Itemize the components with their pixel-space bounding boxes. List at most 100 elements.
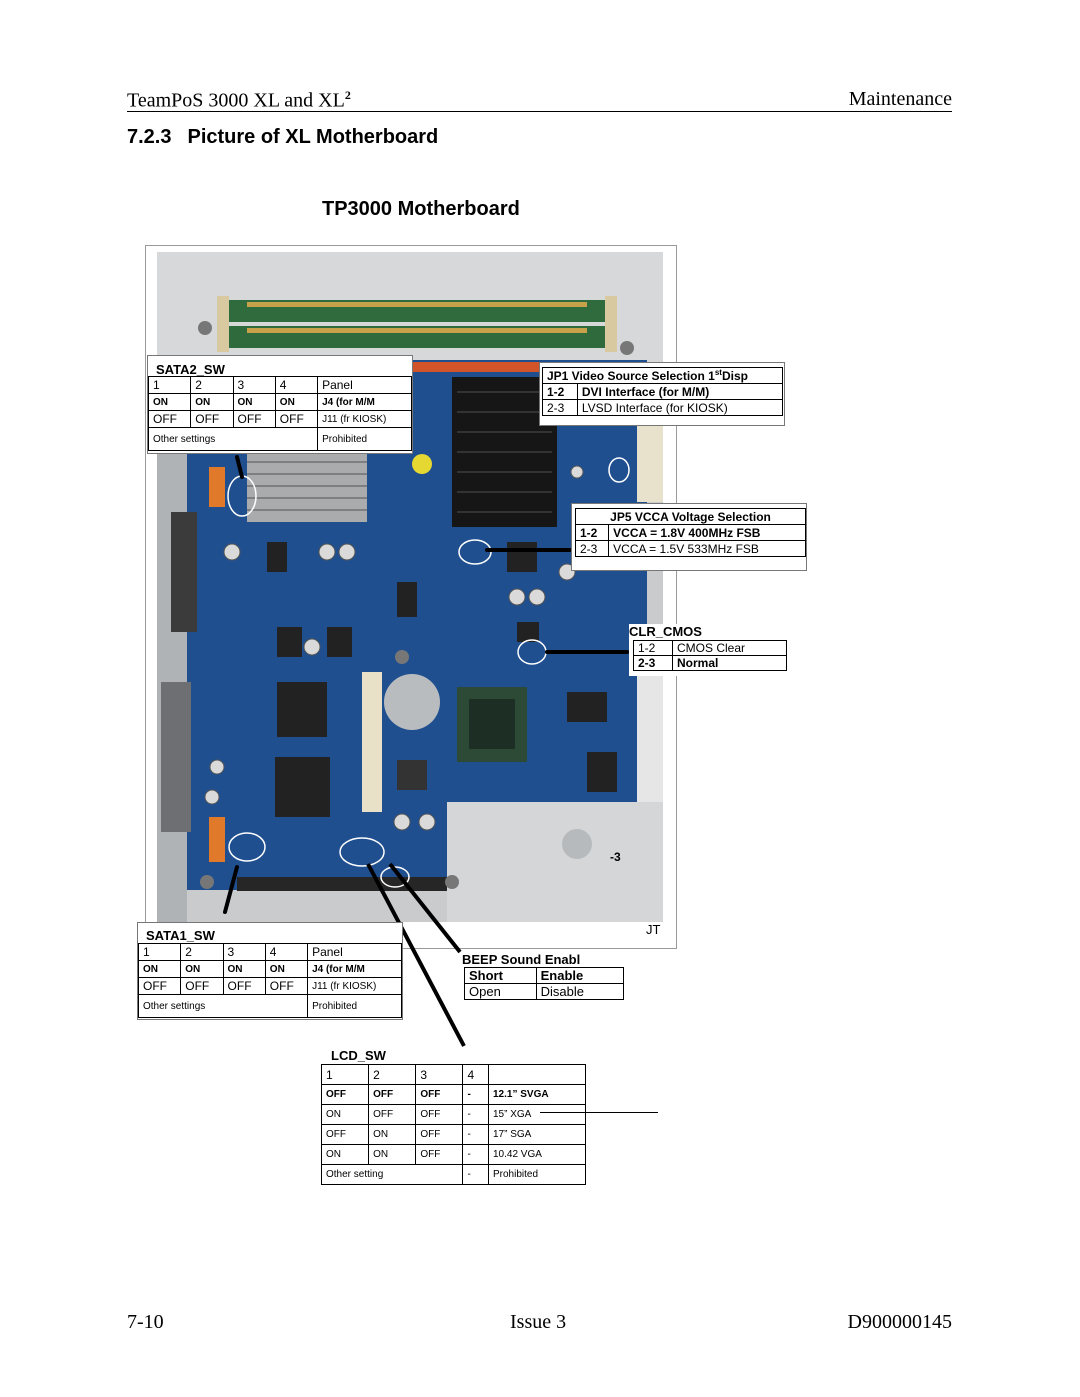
table-cell: ON <box>264 960 309 978</box>
table-cell: 1 <box>137 943 182 961</box>
table-cell: Enable <box>535 967 625 984</box>
table-cell: OFF <box>190 410 234 428</box>
lcd-switch-panel: LCD_SW 1 2 3 4 OFF OFF OFF - 12.1” SVGA … <box>320 1047 586 1185</box>
page-number: 7-10 <box>127 1311 164 1333</box>
table-row: ON ON ON ON J4 (for M/M <box>137 960 402 978</box>
table-row: 1 2 3 4 Panel <box>137 943 402 961</box>
table-cell: Other settings <box>137 994 309 1018</box>
table-cell: ON <box>222 960 266 978</box>
table-cell: J4 (for M/M <box>317 393 412 411</box>
table-cell: Prohibited <box>488 1164 586 1185</box>
table-row: OFF OFF OFF OFF J11 (fr KIOSK) <box>137 977 402 995</box>
table-row: 2-3 Normal <box>633 655 788 671</box>
sata2-switch-panel: SATA2_SW 1 2 3 4 Panel ON ON ON ON J4 (f… <box>147 355 413 454</box>
running-header-section: Maintenance <box>848 88 952 110</box>
table-cell: 2-3 <box>542 399 578 416</box>
table-cell: 2 <box>180 943 224 961</box>
table-cell: ON <box>320 1104 370 1125</box>
table-cell: 12.1” SVGA <box>488 1084 586 1105</box>
table-cell: ON <box>232 393 276 411</box>
section-title: Picture of XL Motherboard <box>187 126 439 148</box>
table-cell: ON <box>274 393 319 411</box>
jp1-title: JP1 Video Source Selection 1stDisp <box>542 367 783 384</box>
table-cell: 10.42 VGA <box>488 1144 586 1165</box>
figure-title: TP3000 Motherboard <box>322 198 520 220</box>
jp5-table: JP5 VCCA Voltage Selection 1-2 VCCA = 1.… <box>574 508 806 557</box>
table-cell: J11 (fr KIOSK) <box>307 977 402 995</box>
table-cell: 1-2 <box>542 383 578 400</box>
table-cell: 2-3 <box>633 655 673 671</box>
clr-cmos-table: 1-2 CMOS Clear 2-3 Normal <box>633 640 788 671</box>
table-row: 1-2 DVI Interface (for M/M) <box>542 383 784 400</box>
leader-lines <box>366 862 466 1047</box>
table-cell: - <box>462 1104 489 1125</box>
jp1-panel: JP1 Video Source Selection 1stDisp 1-2 D… <box>539 362 785 426</box>
table-cell: OFF <box>264 977 309 995</box>
running-header-title: TeamPoS 3000 XL and XL2 <box>127 88 351 112</box>
table-cell: - <box>462 1144 489 1165</box>
table-cell: Prohibited <box>307 994 402 1018</box>
table-cell: OFF <box>320 1084 370 1105</box>
table-cell: 3 <box>415 1064 464 1085</box>
table-row: OFF OFF OFF - 12.1” SVGA <box>320 1084 586 1105</box>
table-cell: OFF <box>368 1084 417 1105</box>
table-cell: ON <box>137 960 182 978</box>
sata1-title: SATA1_SW <box>146 928 215 943</box>
table-cell: 2 <box>190 376 234 394</box>
table-cell: J11 (fr KIOSK) <box>317 410 412 428</box>
lcd-table: 1 2 3 4 OFF OFF OFF - 12.1” SVGA ON OFF … <box>320 1064 586 1185</box>
table-cell: 17” SGA <box>488 1124 586 1145</box>
table-cell: Open <box>464 983 537 1000</box>
beep-title: BEEP Sound Enabl <box>462 952 581 967</box>
section-heading: 7.2.3 Picture of XL Motherboard <box>127 126 438 149</box>
table-cell: Panel <box>307 943 402 961</box>
table-cell: OFF <box>320 1124 370 1145</box>
table-row: Open Disable <box>464 983 625 1000</box>
table-cell: OFF <box>222 977 266 995</box>
table-row: Other setting - Prohibited <box>320 1164 586 1185</box>
table-cell: VCCA = 1.5V 533MHz FSB <box>608 540 806 557</box>
table-cell: 15” XGA <box>488 1104 586 1125</box>
table-cell: OFF <box>147 410 192 428</box>
clr-cmos-title: CLR_CMOS <box>629 624 702 639</box>
table-cell: - <box>462 1124 489 1145</box>
table-cell: 1 <box>320 1064 370 1085</box>
table-cell: OFF <box>368 1104 417 1125</box>
table-cell: ON <box>190 393 234 411</box>
table-cell: 1 <box>147 376 192 394</box>
table-cell: OFF <box>415 1104 464 1125</box>
table-row: 2-3 VCCA = 1.5V 533MHz FSB <box>574 540 806 557</box>
table-row: ON OFF OFF - 15” XGA <box>320 1104 586 1125</box>
sata1-table: 1 2 3 4 Panel ON ON ON ON J4 (for M/M OF… <box>137 943 402 1018</box>
table-row: 1-2 CMOS Clear <box>633 640 788 656</box>
table-cell: OFF <box>415 1124 464 1145</box>
table-cell: VCCA = 1.8V 400MHz FSB <box>608 524 806 541</box>
document-number: D900000145 <box>847 1311 952 1333</box>
table-cell: OFF <box>232 410 276 428</box>
table-cell: Disable <box>535 983 625 1000</box>
section-number: 7.2.3 <box>127 126 172 148</box>
jp5-title: JP5 VCCA Voltage Selection <box>575 508 806 525</box>
table-cell: Other setting <box>320 1164 464 1185</box>
table-cell: OFF <box>415 1144 464 1165</box>
table-cell: 4 <box>264 943 309 961</box>
lcd-divider-line <box>540 1112 658 1113</box>
table-cell: 3 <box>232 376 276 394</box>
table-cell: OFF <box>274 410 319 428</box>
table-cell: DVI Interface (for M/M) <box>576 383 784 400</box>
figure-inline-mark: -3 <box>610 850 621 864</box>
table-cell: 4 <box>462 1064 489 1085</box>
table-row: JP5 VCCA Voltage Selection <box>575 508 806 525</box>
table-cell: 3 <box>222 943 266 961</box>
sata2-title: SATA2_SW <box>156 362 225 377</box>
table-cell: ON <box>320 1144 370 1165</box>
issue-label: Issue 3 <box>510 1311 567 1333</box>
table-row: Short Enable <box>464 967 625 984</box>
lcd-title: LCD_SW <box>331 1048 386 1063</box>
clr-cmos-panel: CLR_CMOS 1-2 CMOS Clear 2-3 Normal <box>629 624 788 676</box>
table-row: ON ON OFF - 10.42 VGA <box>320 1144 586 1165</box>
header-superscript: 2 <box>344 88 351 102</box>
table-cell: - <box>462 1164 489 1185</box>
table-row: Other settings Prohibited <box>147 427 412 451</box>
table-cell: Other settings <box>147 427 319 451</box>
